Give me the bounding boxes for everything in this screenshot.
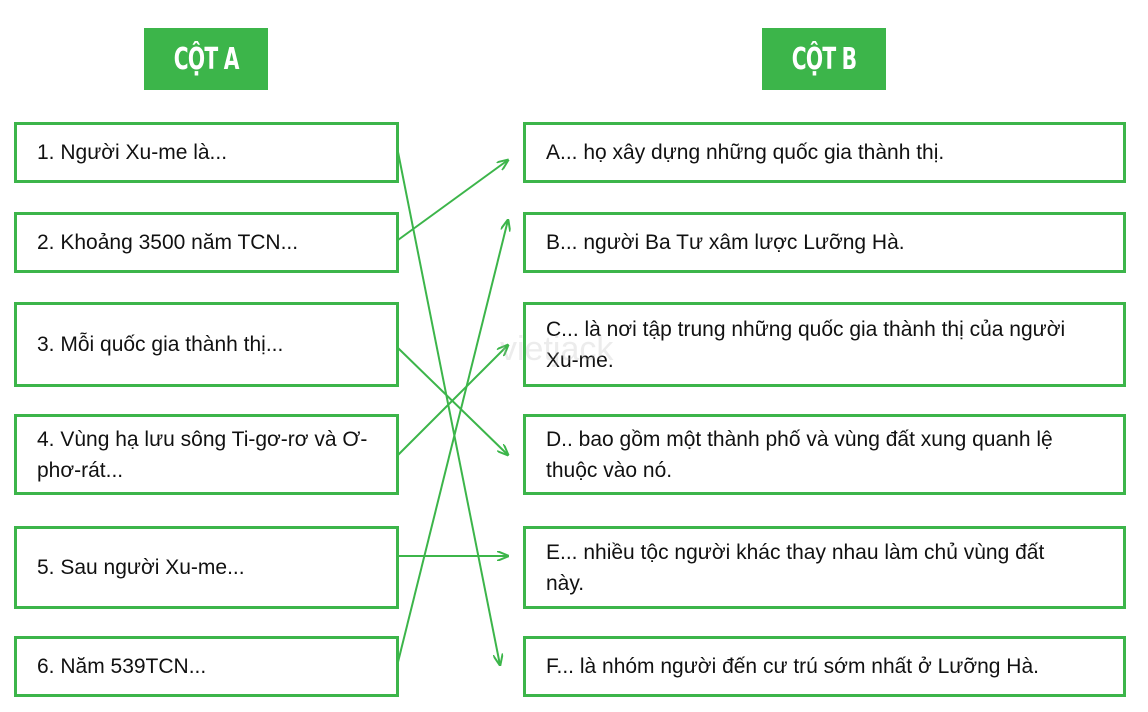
arrow-4-to-c [397,345,508,456]
column-b-item-d: D.. bao gồm một thành phố và vùng đất xu… [523,414,1126,495]
column-b-item-f: F... là nhóm người đến cư trú sớm nhất ở… [523,636,1126,697]
column-a-item-2: 2. Khoảng 3500 năm TCN... [14,212,399,273]
column-a-item-1: 1. Người Xu-me là... [14,122,399,183]
column-a-item-5: 5. Sau người Xu-me... [14,526,399,609]
column-a-header: CỘT A [144,28,268,90]
column-b-item-b: B... người Ba Tư xâm lược Lưỡng Hà. [523,212,1126,273]
column-b-item-c: C... là nơi tập trung những quốc gia thà… [523,302,1126,387]
arrow-2-to-a [397,160,508,241]
column-a-item-4: 4. Vùng hạ lưu sông Ti-gơ-rơ và Ơ-phơ-rá… [14,414,399,495]
column-a-item-6: 6. Năm 539TCN... [14,636,399,697]
column-b-item-e: E... nhiều tộc người khác thay nhau làm … [523,526,1126,609]
column-b-item-a: A... họ xây dựng những quốc gia thành th… [523,122,1126,183]
arrow-1-to-f [397,151,500,665]
arrow-3-to-d [397,347,508,455]
watermark: vietjack [500,330,614,368]
arrow-6-to-b [397,220,508,663]
column-a-item-3: 3. Mỗi quốc gia thành thị... [14,302,399,387]
column-b-header: CỘT B [762,28,886,90]
